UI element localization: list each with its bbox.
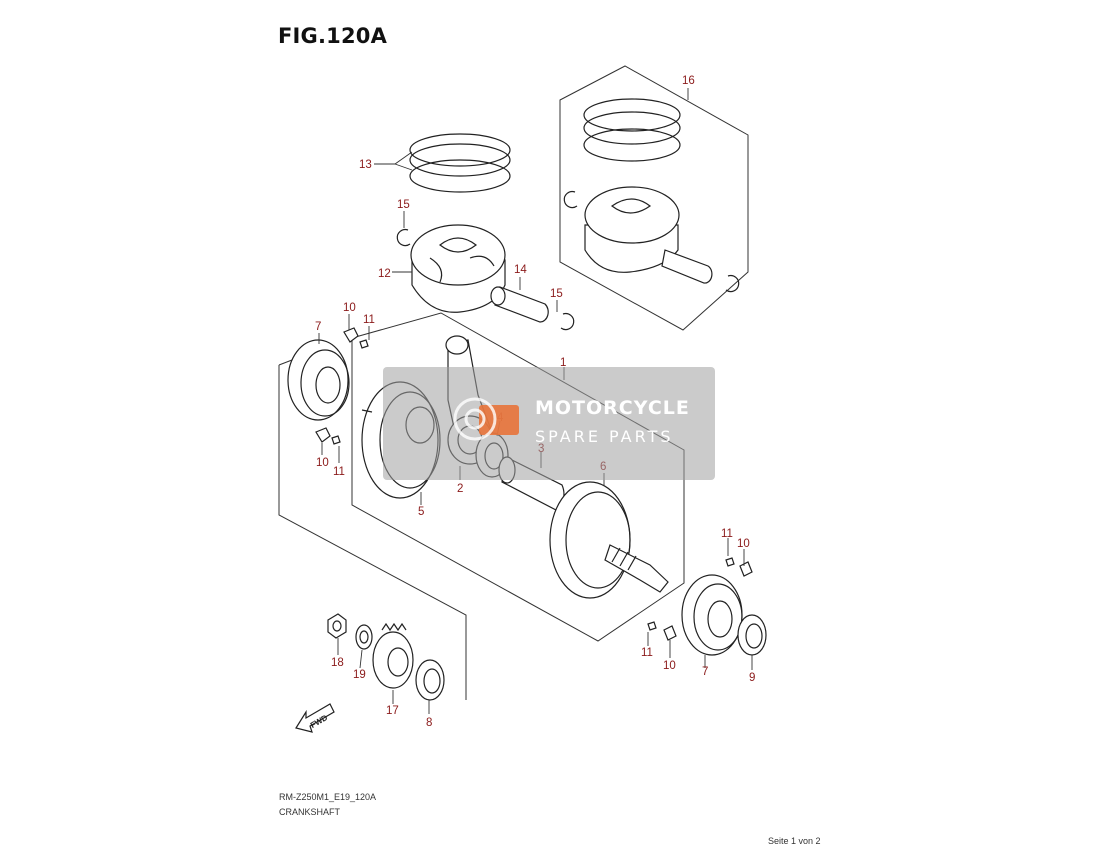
callout-1: 1 bbox=[560, 357, 566, 369]
callout-10-upper-right: 10 bbox=[737, 538, 750, 550]
oil-seal-left bbox=[415, 659, 445, 701]
watermark: MOTORCYCLE SPARE PARTS bbox=[383, 367, 715, 480]
crankcase-outline-box bbox=[278, 365, 467, 700]
callout-13: 13 bbox=[359, 159, 372, 171]
callout-9: 9 bbox=[749, 672, 755, 684]
diagram-name: CRANKSHAFT bbox=[279, 807, 341, 817]
circlip-upper bbox=[396, 228, 411, 247]
callout-11-upper-right: 11 bbox=[721, 528, 733, 540]
plate-right-lower bbox=[663, 625, 677, 641]
oil-seal-right bbox=[737, 614, 767, 656]
page-indicator: Seite 1 von 2 bbox=[768, 836, 821, 846]
callout-17: 17 bbox=[386, 705, 399, 717]
callout-18: 18 bbox=[331, 657, 344, 669]
callout-15-upper: 15 bbox=[397, 199, 410, 211]
bearing-right bbox=[681, 574, 743, 656]
callout-19: 19 bbox=[353, 669, 366, 681]
callout-2: 2 bbox=[457, 483, 463, 495]
crankshaft-assembly-box bbox=[351, 312, 685, 642]
watermark-subtitle: SPARE PARTS bbox=[535, 427, 674, 446]
bolt-left-upper bbox=[359, 339, 369, 349]
callout-10-upper-left: 10 bbox=[343, 302, 356, 314]
callout-16: 16 bbox=[682, 75, 695, 87]
callout-10-lower-left: 10 bbox=[316, 457, 329, 469]
callout-11-lower-right: 11 bbox=[641, 647, 653, 659]
callout-15-lower: 15 bbox=[550, 288, 563, 300]
plate-right-upper bbox=[739, 561, 753, 577]
piston-pin bbox=[490, 286, 549, 323]
crank-wheel-right bbox=[549, 481, 669, 599]
bolt-left-lower bbox=[331, 435, 341, 445]
figure-title: FIG.120A bbox=[278, 24, 388, 48]
callout-7-right: 7 bbox=[702, 666, 708, 678]
watermark-logo-icon bbox=[453, 397, 519, 441]
circlip-lower bbox=[560, 312, 575, 331]
plate-left-lower bbox=[315, 427, 331, 443]
bolt-right-upper bbox=[725, 557, 735, 567]
primary-gear bbox=[372, 622, 414, 689]
forward-arrow-icon: FWD bbox=[295, 703, 335, 733]
callout-7-left: 7 bbox=[315, 321, 321, 333]
callout-8: 8 bbox=[426, 717, 432, 729]
plate-left-upper bbox=[343, 327, 359, 343]
piston-rings bbox=[409, 133, 511, 193]
callout-11-lower-left: 11 bbox=[333, 466, 345, 478]
callout-12: 12 bbox=[378, 268, 391, 280]
piston-set-box bbox=[559, 65, 749, 331]
nut bbox=[327, 613, 347, 639]
watermark-title: MOTORCYCLE bbox=[535, 397, 690, 419]
callout-5: 5 bbox=[418, 506, 424, 518]
callout-10-lower-right: 10 bbox=[663, 660, 676, 672]
callout-11-upper-left: 11 bbox=[363, 314, 375, 326]
callout-14: 14 bbox=[514, 264, 527, 276]
diagram-code: RM-Z250M1_E19_120A bbox=[279, 792, 377, 802]
bearing-left bbox=[287, 339, 350, 421]
piston-set bbox=[563, 98, 740, 293]
bolt-right-lower bbox=[647, 621, 657, 631]
washer bbox=[355, 624, 373, 650]
